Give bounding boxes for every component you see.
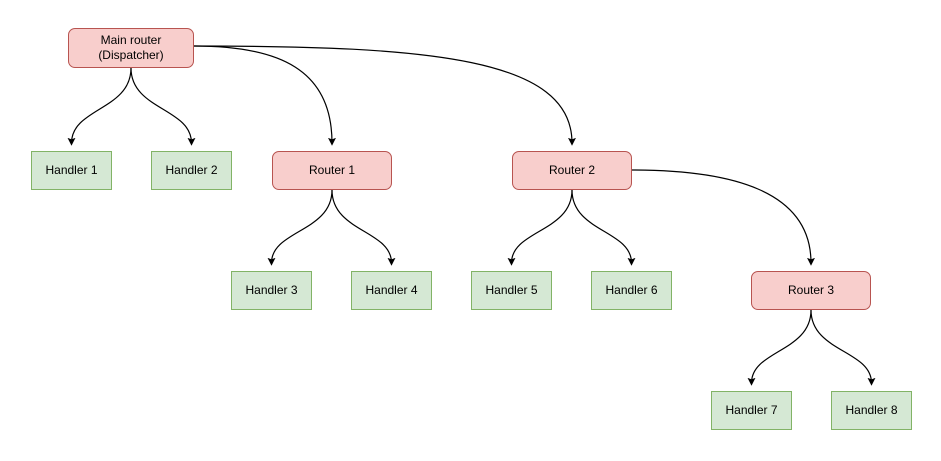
edges-group bbox=[67, 45, 876, 386]
node-label-handler-4: Handler 4 bbox=[365, 283, 418, 297]
edge-main-router-to-handler-2 bbox=[130, 67, 196, 146]
node-handler-4[interactable]: Handler 4 bbox=[351, 271, 432, 310]
node-handler-8[interactable]: Handler 8 bbox=[831, 391, 912, 430]
edge-router-2-to-handler-6 bbox=[571, 189, 636, 266]
edge-main-router-to-router-1 bbox=[193, 45, 336, 146]
node-label-handler-8: Handler 8 bbox=[845, 403, 898, 417]
node-label-handler-1: Handler 1 bbox=[45, 163, 98, 177]
node-router-3[interactable]: Router 3 bbox=[751, 271, 871, 310]
node-label-router-3: Router 3 bbox=[787, 283, 835, 297]
node-handler-3[interactable]: Handler 3 bbox=[231, 271, 312, 310]
edge-main-router-to-handler-1 bbox=[67, 67, 132, 146]
node-label-router-2: Router 2 bbox=[548, 163, 596, 177]
edge-main-router-to-router-2 bbox=[193, 45, 576, 146]
edge-router-1-to-handler-4 bbox=[331, 189, 396, 266]
node-handler-5[interactable]: Handler 5 bbox=[471, 271, 552, 310]
node-handler-7[interactable]: Handler 7 bbox=[711, 391, 792, 430]
edge-router-1-to-handler-3 bbox=[267, 189, 333, 266]
node-handler-6[interactable]: Handler 6 bbox=[591, 271, 672, 310]
node-router-2[interactable]: Router 2 bbox=[512, 151, 632, 190]
node-label-handler-2: Handler 2 bbox=[165, 163, 218, 177]
node-label-handler-5: Handler 5 bbox=[485, 283, 538, 297]
node-handler-1[interactable]: Handler 1 bbox=[31, 151, 112, 190]
node-label-handler-7: Handler 7 bbox=[725, 403, 778, 417]
edge-router-2-to-router-3 bbox=[631, 169, 815, 266]
node-label-main-router: Main router (Dispatcher) bbox=[98, 33, 164, 62]
node-label-handler-3: Handler 3 bbox=[245, 283, 298, 297]
edge-router-2-to-handler-5 bbox=[507, 189, 573, 266]
edge-router-3-to-handler-7 bbox=[747, 309, 812, 386]
node-router-1[interactable]: Router 1 bbox=[272, 151, 392, 190]
node-handler-2[interactable]: Handler 2 bbox=[151, 151, 232, 190]
edge-router-3-to-handler-8 bbox=[810, 309, 876, 386]
node-label-router-1: Router 1 bbox=[308, 163, 356, 177]
node-label-handler-6: Handler 6 bbox=[605, 283, 658, 297]
node-main-router[interactable]: Main router (Dispatcher) bbox=[68, 28, 194, 68]
